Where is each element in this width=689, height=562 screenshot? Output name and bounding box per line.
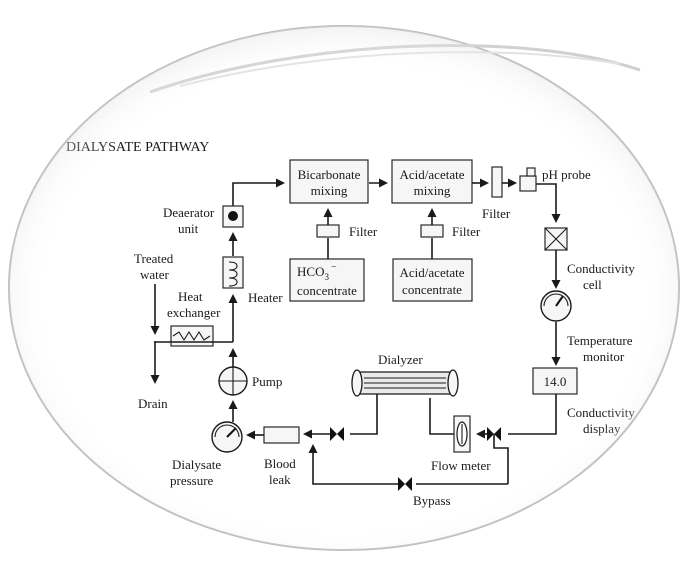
deaerator-label-1: Deaerator [163, 205, 215, 220]
main-filter [491, 166, 503, 198]
acid-filter [420, 224, 444, 238]
blood-leak-label-1: Blood [264, 456, 296, 471]
deaerator-dot [228, 211, 238, 221]
dialyzer-right-cap [447, 369, 459, 397]
bicarbonate-mixing-label-1: Bicarbonate [298, 167, 361, 182]
conductivity-cell-label-2: cell [583, 277, 602, 292]
heat-exchanger-label-2: exchanger [167, 305, 221, 320]
dialyzer-label: Dialyzer [378, 352, 423, 367]
dialyzer-left-cap [351, 369, 363, 397]
bicarbonate-mixing-label-2: mixing [311, 183, 348, 198]
conductivity-display-value: 14.0 [544, 374, 567, 389]
temperature-monitor-label-2: monitor [583, 349, 625, 364]
hco3-concentrate-label: concentrate [297, 283, 357, 298]
blood-leak-detector [263, 426, 300, 444]
ph-probe-body [519, 175, 537, 192]
hco3-filter [316, 224, 340, 238]
hco3-filter-label: Filter [349, 224, 378, 239]
drain-label: Drain [138, 396, 168, 411]
conductivity-display-label-2: display [583, 421, 621, 436]
temperature-monitor-label-1: Temperature [567, 333, 633, 348]
heat-exchanger-label-1: Heat [178, 289, 203, 304]
bypass-label: Bypass [413, 493, 451, 508]
main-filter-label: Filter [482, 206, 511, 221]
pump-label: Pump [252, 374, 282, 389]
conductivity-cell-label-1: Conductivity [567, 261, 635, 276]
flow-meter-label: Flow meter [431, 458, 491, 473]
acid-concentrate-label-1: Acid/acetate [400, 265, 465, 280]
dialysate-pressure-label-1: Dialysate [172, 457, 221, 472]
acid-mixing-label-1: Acid/acetate [400, 167, 465, 182]
treated-water-label-1: Treated [134, 251, 174, 266]
hco3-superscript: − [331, 262, 337, 273]
deaerator-label-2: unit [178, 221, 199, 236]
heater-label: Heater [248, 290, 283, 305]
acid-concentrate-label-2: concentrate [402, 282, 462, 297]
dialysate-pressure-label-2: pressure [170, 473, 214, 488]
heater [222, 256, 244, 289]
acid-filter-label: Filter [452, 224, 481, 239]
ph-probe-label: pH probe [542, 167, 591, 182]
diagram-title: DIALYSATE PATHWAY [66, 140, 209, 155]
treated-water-label-2: water [140, 267, 170, 282]
acid-mixing-label-2: mixing [414, 183, 451, 198]
blood-leak-label-2: leak [269, 472, 291, 487]
ph-probe-tip [526, 167, 536, 177]
conductivity-display-label-1: Conductivity [567, 405, 635, 420]
